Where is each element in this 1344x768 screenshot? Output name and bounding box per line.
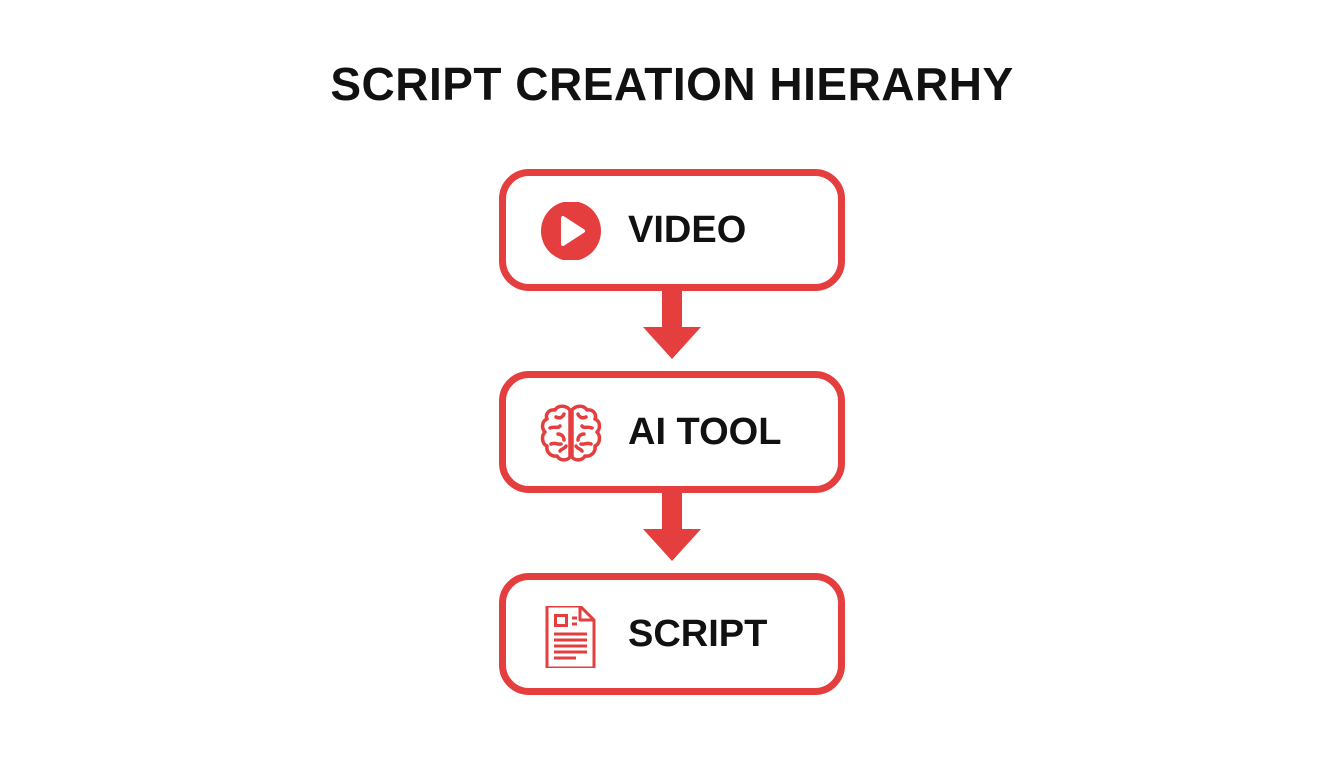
down-arrow-icon	[643, 493, 701, 561]
step-label-ai-tool: AI TOOL	[628, 411, 782, 453]
step-label-script: SCRIPT	[628, 613, 768, 655]
play-icon	[536, 202, 606, 260]
step-box-script: SCRIPT	[499, 573, 845, 695]
document-icon	[536, 606, 606, 668]
brain-icon	[536, 404, 606, 462]
diagram-title: SCRIPT CREATION HIERARHY	[330, 58, 1014, 110]
down-arrow-icon	[643, 291, 701, 359]
step-box-ai-tool: AI TOOL	[499, 371, 845, 493]
step-label-video: VIDEO	[628, 209, 747, 251]
step-box-video: VIDEO	[499, 169, 845, 291]
